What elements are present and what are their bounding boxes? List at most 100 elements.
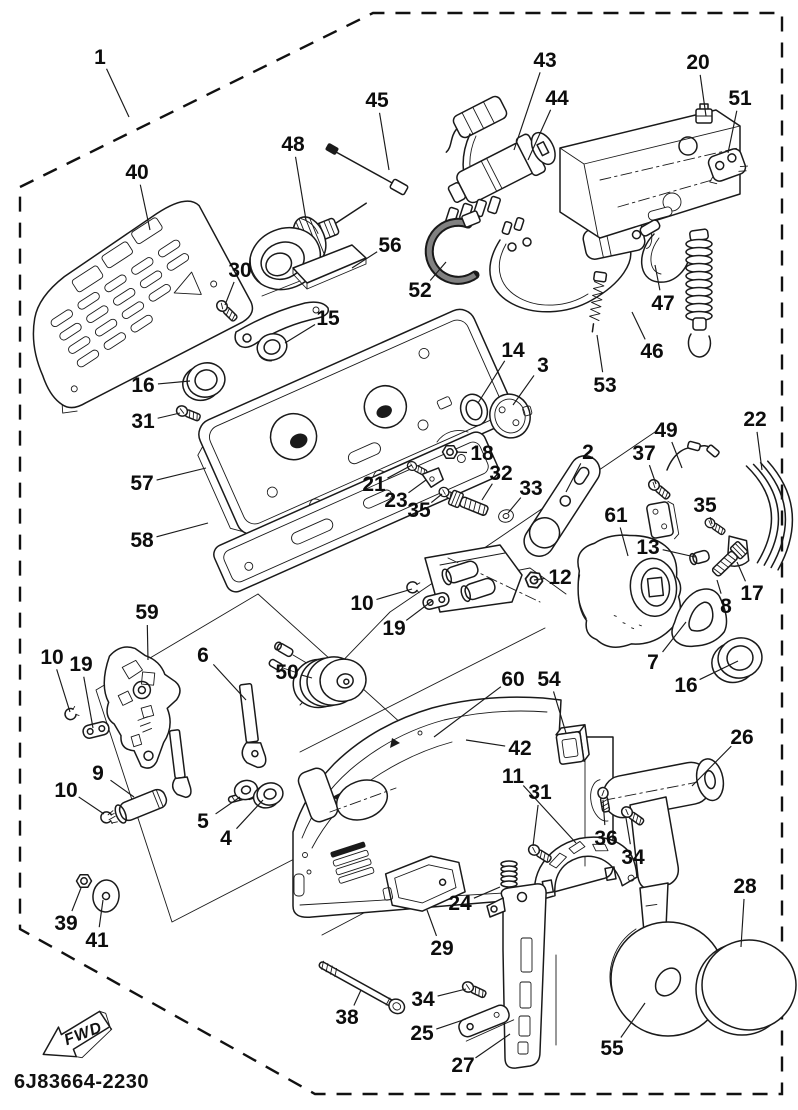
callout-13-label[interactable]: 13 (636, 536, 659, 559)
callout-8-label[interactable]: 8 (720, 595, 732, 618)
part-drum-50 (268, 641, 367, 709)
callout-45-label[interactable]: 45 (365, 89, 389, 112)
callout-32-leader (481, 483, 493, 501)
callout-34-label[interactable]: 34 (411, 988, 435, 1011)
dashed-boundary (18, 11, 784, 1096)
callout-31-label[interactable]: 31 (528, 781, 552, 804)
callout-28-label[interactable]: 28 (733, 875, 757, 898)
callout-47-label[interactable]: 47 (651, 292, 674, 315)
callout-53-leader (596, 334, 604, 373)
callout-51-label[interactable]: 51 (728, 87, 752, 110)
callout-15-label[interactable]: 15 (316, 307, 340, 330)
callout-36-leader (602, 799, 606, 826)
callout-54-leader (552, 691, 567, 734)
callout-16-label[interactable]: 16 (131, 374, 154, 397)
callout-11-label[interactable]: 11 (502, 765, 525, 788)
callout-17-label[interactable]: 17 (740, 582, 763, 605)
callout-56-label[interactable]: 56 (378, 234, 401, 257)
part-clamp-23 (421, 467, 444, 488)
callout-16-label[interactable]: 16 (674, 674, 697, 697)
callout-60-label[interactable]: 60 (501, 668, 524, 691)
callout-35-label[interactable]: 35 (407, 499, 431, 522)
callout-46-label[interactable]: 46 (640, 340, 663, 363)
callout-44-label[interactable]: 44 (545, 87, 569, 110)
part-anchor-51 (707, 148, 749, 185)
callout-40-label[interactable]: 40 (125, 161, 148, 184)
callout-33-label[interactable]: 33 (519, 477, 542, 500)
callout-37-leader (648, 464, 657, 485)
callout-24-leader (473, 886, 501, 899)
callout-2-label[interactable]: 2 (582, 441, 594, 464)
callout-58-label[interactable]: 58 (130, 529, 154, 552)
callout-52-label[interactable]: 52 (408, 279, 431, 302)
callout-40-leader (139, 184, 151, 231)
part-wire-21 (436, 430, 469, 443)
callout-19-label[interactable]: 19 (69, 653, 92, 676)
callout-32-label[interactable]: 32 (489, 462, 512, 485)
callout-26-label[interactable]: 26 (730, 726, 753, 749)
part-lead-wire-45 (325, 143, 409, 196)
callout-36-label[interactable]: 36 (594, 827, 617, 850)
part-clamp-52 (424, 210, 481, 285)
callout-12-label[interactable]: 12 (548, 566, 571, 589)
callout-35-leader (709, 517, 713, 525)
part-leaf-spring-22 (745, 460, 794, 571)
callout-21-label[interactable]: 21 (362, 473, 386, 496)
callout-10-label[interactable]: 10 (40, 646, 63, 669)
callout-42-label[interactable]: 42 (508, 737, 531, 760)
callout-55-label[interactable]: 55 (600, 1037, 624, 1060)
callout-41-label[interactable]: 41 (85, 929, 109, 952)
callout-57-label[interactable]: 57 (130, 472, 153, 495)
callout-24-label[interactable]: 24 (448, 892, 472, 915)
callout-34-leader (625, 817, 631, 845)
callout-22-label[interactable]: 22 (743, 408, 766, 431)
callout-42-leader (465, 739, 506, 747)
callout-6-label[interactable]: 6 (197, 644, 209, 667)
callout-23-label[interactable]: 23 (384, 489, 407, 512)
callout-18-label[interactable]: 18 (470, 442, 494, 465)
callout-11-leader (522, 785, 577, 844)
callout-59-label[interactable]: 59 (135, 601, 158, 624)
callout-10-label[interactable]: 10 (54, 779, 77, 802)
callout-34-label[interactable]: 34 (621, 846, 645, 869)
part-cam-plate-59 (103, 646, 181, 769)
part-damper-54 (555, 723, 590, 765)
part-mount-bracket-slab (559, 109, 741, 239)
callout-3-leader (512, 375, 535, 406)
callout-54-label[interactable]: 54 (537, 668, 561, 691)
callout-61-label[interactable]: 61 (604, 504, 628, 527)
callout-14-label[interactable]: 14 (501, 339, 525, 362)
callout-27-leader (475, 1033, 511, 1059)
callout-29-label[interactable]: 29 (430, 937, 453, 960)
callout-56-leader (351, 251, 378, 269)
part-clip-20 (695, 103, 713, 124)
callout-43-label[interactable]: 43 (533, 49, 556, 72)
callout-33-leader (507, 497, 522, 514)
callout-4-label[interactable]: 4 (220, 827, 232, 850)
part-grommet-7 (671, 588, 728, 648)
callout-35-label[interactable]: 35 (693, 494, 717, 517)
callout-19-label[interactable]: 19 (382, 617, 405, 640)
callout-20-label[interactable]: 20 (686, 51, 709, 74)
callout-10-label[interactable]: 10 (350, 592, 373, 615)
callout-9-label[interactable]: 9 (92, 762, 104, 785)
callout-25-label[interactable]: 25 (410, 1022, 434, 1045)
callout-7-label[interactable]: 7 (647, 651, 659, 674)
callout-50-label[interactable]: 50 (275, 661, 298, 684)
callout-27-label[interactable]: 27 (451, 1054, 474, 1077)
callout-49-label[interactable]: 49 (654, 419, 677, 442)
callout-38-label[interactable]: 38 (335, 1006, 359, 1029)
callout-5-label[interactable]: 5 (197, 810, 209, 833)
callout-1-label[interactable]: 1 (94, 46, 106, 69)
callout-8-leader (716, 579, 722, 594)
callout-31-label[interactable]: 31 (131, 410, 155, 433)
callout-48-label[interactable]: 48 (281, 133, 305, 156)
callout-39-label[interactable]: 39 (54, 912, 77, 935)
callout-30-label[interactable]: 30 (228, 259, 251, 282)
callout-53-label[interactable]: 53 (593, 374, 616, 397)
callout-60-leader (433, 686, 502, 738)
callout-3-label[interactable]: 3 (537, 354, 549, 377)
callout-37-label[interactable]: 37 (632, 442, 655, 465)
callout-46-leader (631, 311, 646, 340)
